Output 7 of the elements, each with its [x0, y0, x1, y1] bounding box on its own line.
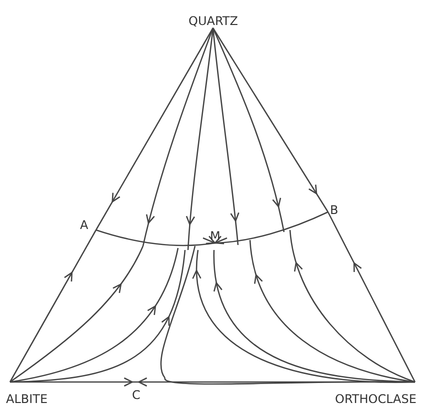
point-label: M	[210, 229, 220, 243]
point-label: C	[132, 388, 140, 402]
point-label: A	[80, 218, 88, 232]
point-label: B	[330, 203, 338, 217]
vertex-label: ALBITE	[6, 392, 48, 406]
vertex-label: ORTHOCLASE	[335, 392, 416, 406]
vertex-label: QUARTZ	[188, 14, 238, 28]
